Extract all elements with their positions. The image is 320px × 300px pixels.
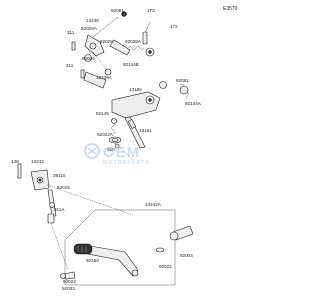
label-92144a: 92144A [185,101,202,106]
shift-stopper-assembly [71,11,155,89]
shift-pedal-assembly: 13242A [60,202,194,286]
label-139: 139 [11,159,19,164]
label-13165: 13165 [129,87,142,92]
label-92081: 92081 [111,8,124,13]
oem-watermark: OEM MOTORPARTS [84,143,150,166]
label-13242: 13242 [31,159,44,164]
label-92144b: 92144B [123,62,139,67]
label-92081-right: 92081 [176,78,189,83]
label-13242a: 13242A [145,202,162,207]
label-92028: 92028 [100,39,113,44]
label-92033: 92033 [62,286,75,291]
label-13236a: 13236A [96,75,113,80]
label-92028a-right: 92028A [125,39,142,44]
label-172: 172 [147,8,155,13]
watermark-subtitle: MOTORPARTS [103,160,150,166]
label-172-right: 172 [170,24,178,29]
tie-rod-assembly [17,163,134,271]
label-311a: 311A [54,207,65,212]
label-92145: 92145 [96,111,109,116]
label-92022: 92022 [159,264,172,269]
watermark-brand: OEM [103,144,140,161]
label-311-lower: 311 [66,63,74,68]
diagram-code: E3570 [223,6,238,12]
label-92150: 92150 [86,258,99,263]
label-92022-lower: 92022 [63,279,76,284]
label-39110: 39110 [53,173,66,178]
label-92015: 92015 [57,185,70,190]
label-92028a: 92028A [81,26,98,31]
label-92026: 92026 [82,56,95,61]
label-13161: 13161 [139,128,152,133]
label-92022a: 92022A [97,132,114,137]
label-13236: 13236 [86,18,99,23]
shift-mechanism-diagram: E3570 92081 172 13236 92028A 311 92026 9… [11,6,238,291]
shift-shaft-assembly [108,81,189,161]
label-460: 460 [107,147,115,152]
label-92004: 92004 [180,253,193,258]
label-311: 311 [67,30,75,35]
